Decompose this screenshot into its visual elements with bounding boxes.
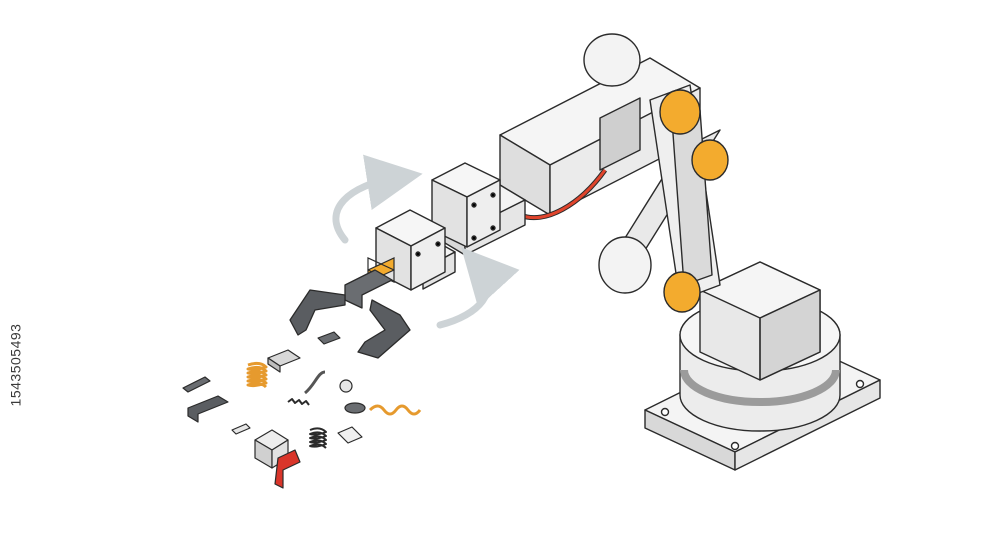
bolt-icon: [317, 331, 341, 345]
bracket-icon: [187, 395, 229, 423]
bolt-icon: [274, 449, 301, 489]
loose-parts: [182, 331, 422, 489]
gripper-claw-icon: [289, 269, 411, 359]
joint-caps: [659, 89, 729, 313]
spring-icon: [287, 398, 310, 406]
joint-cap-top: [659, 89, 701, 135]
spring-icon: [368, 404, 422, 416]
bracket-icon: [231, 423, 251, 435]
nut-icon: [344, 402, 366, 414]
spring-icon: [246, 361, 268, 389]
shoulder-motor: [699, 261, 821, 381]
nut-icon: [339, 379, 353, 393]
spring-icon: [309, 427, 327, 449]
bolt-icon: [304, 370, 326, 395]
bracket-icon: [337, 426, 363, 444]
joint-cap-shoulder: [663, 271, 701, 313]
bracket-icon: [182, 376, 211, 393]
joint-cap-elbow: [691, 139, 729, 181]
rotation-arrow-icon: [332, 154, 520, 329]
